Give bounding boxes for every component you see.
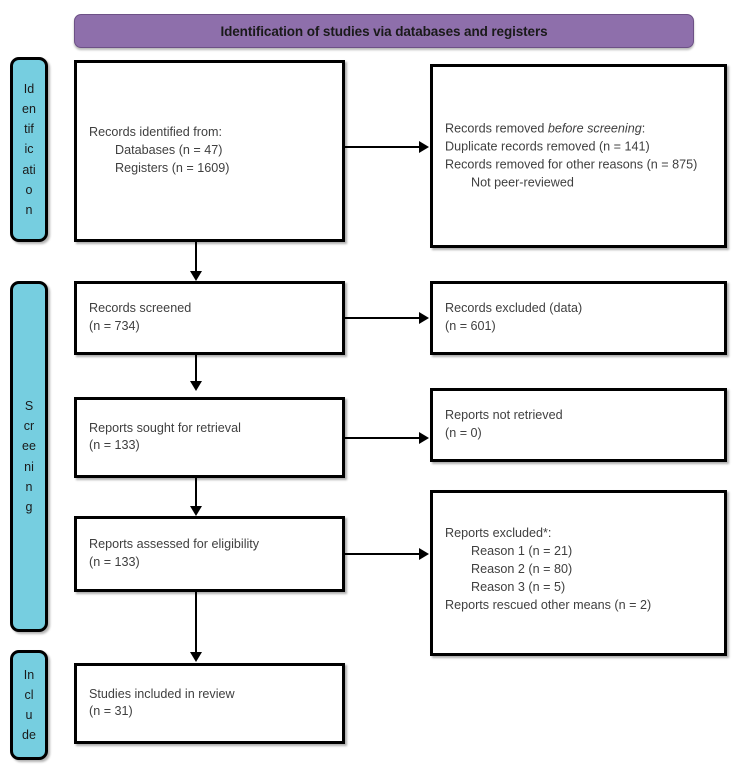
section-header-title: Identification of studies via databases … bbox=[220, 23, 548, 39]
box-studies-included-text: Studies included in review (n = 31) bbox=[89, 686, 334, 722]
arrowhead-assessed-to-included bbox=[190, 652, 202, 662]
records-removed-italic: before screening bbox=[547, 121, 642, 136]
records-removed-colon: : bbox=[641, 121, 646, 136]
arrowhead-sought-to-assessed bbox=[190, 506, 202, 516]
text-line: Records removed before screening: bbox=[445, 120, 716, 138]
box-records-removed-text: Records removed before screening: Duplic… bbox=[445, 120, 716, 192]
box-reports-sought-text: Reports sought for retrieval (n = 133) bbox=[89, 420, 334, 456]
stage-bar-identification: Id en tif ic ati o n bbox=[10, 57, 48, 242]
text-line: Reports sought for retrieval bbox=[89, 420, 241, 435]
box-records-screened: Records screened (n = 734) bbox=[74, 281, 345, 355]
box-reports-excluded-text: Reports excluded*: Reason 1 (n = 21) Rea… bbox=[445, 525, 716, 614]
stage-bar-screening: S cr ee ni n g bbox=[10, 281, 48, 632]
stage-label-segment: In bbox=[23, 667, 35, 682]
text-line: (n = 31) bbox=[89, 704, 133, 719]
stage-label-segment: S bbox=[24, 398, 34, 413]
box-records-excluded: Records excluded (data) (n = 601) bbox=[430, 281, 727, 355]
text-line: Databases (n = 47) bbox=[115, 143, 223, 158]
box-reports-excluded: Reports excluded*: Reason 1 (n = 21) Rea… bbox=[430, 490, 727, 656]
section-header-banner: Identification of studies via databases … bbox=[74, 14, 694, 48]
stage-label-segment: ati bbox=[22, 162, 36, 177]
stage-label-segment: g bbox=[25, 500, 33, 514]
text-line: Reports not retrieved bbox=[445, 408, 563, 423]
stage-bar-included: In cl u de bbox=[10, 650, 48, 760]
text-line: (n = 0) bbox=[445, 426, 482, 440]
text-line: Reason 2 (n = 80) bbox=[471, 561, 573, 576]
stage-label-segment: ni bbox=[24, 459, 34, 474]
box-reports-sought: Reports sought for retrieval (n = 133) bbox=[74, 397, 345, 478]
stage-label-segment: o bbox=[25, 182, 33, 197]
box-reports-assessed: Reports assessed for eligibility (n = 13… bbox=[74, 516, 345, 592]
text-line: Reason 3 (n = 5) bbox=[471, 579, 566, 594]
text-line: Reports excluded*: bbox=[445, 526, 552, 540]
stage-label-segment: ee bbox=[22, 439, 36, 454]
text-line: Reports rescued other means (n = 2) bbox=[445, 597, 652, 612]
stage-label-segment: cl bbox=[24, 687, 34, 702]
stage-label-segment: ic bbox=[24, 142, 34, 157]
box-records-removed: Records removed before screening: Duplic… bbox=[430, 64, 727, 248]
box-records-screened-text: Records screened (n = 734) bbox=[89, 300, 334, 336]
box-records-identified: Records identified from: Databases (n = … bbox=[74, 60, 345, 242]
stage-label-segment: cr bbox=[23, 419, 35, 433]
stage-label-segment: en bbox=[22, 101, 36, 116]
text-line: Records identified from: bbox=[89, 125, 222, 140]
text-line: Studies included in review bbox=[89, 686, 235, 701]
text-line: (n = 133) bbox=[89, 438, 140, 453]
text-line: Reason 1 (n = 21) bbox=[471, 543, 573, 558]
connector-sought-to-not-retrieved bbox=[345, 437, 420, 439]
arrowhead-identified-to-screened bbox=[190, 271, 202, 281]
box-reports-assessed-text: Reports assessed for eligibility (n = 13… bbox=[89, 536, 334, 572]
connector-screened-to-sought bbox=[195, 355, 197, 383]
box-records-excluded-text: Records excluded (data) (n = 601) bbox=[445, 300, 716, 336]
text-line: Records removed for other reasons (n = 8… bbox=[445, 157, 698, 189]
stage-label-segment: u bbox=[25, 708, 33, 722]
arrowhead-sought-to-not-retrieved bbox=[419, 432, 429, 444]
arrowhead-screened-to-excluded bbox=[419, 312, 429, 324]
stage-label-segment: de bbox=[22, 728, 36, 743]
connector-sought-to-assessed bbox=[195, 478, 197, 508]
connector-screened-to-excluded bbox=[345, 317, 420, 319]
text-line: Records excluded (data) bbox=[445, 301, 583, 316]
connector-identified-to-screened bbox=[195, 242, 197, 274]
box-studies-included: Studies included in review (n = 31) bbox=[74, 663, 345, 744]
text-line: (n = 734) bbox=[89, 319, 140, 333]
stage-label-segment: n bbox=[25, 203, 33, 218]
text-line: Duplicate records removed (n = 141) bbox=[445, 139, 650, 154]
text-line: Reports assessed for eligibility bbox=[89, 537, 260, 552]
stage-label-segment: tif bbox=[24, 122, 34, 137]
arrowhead-identified-to-removed bbox=[419, 141, 429, 153]
connector-assessed-to-included bbox=[195, 592, 197, 654]
box-reports-not-retrieved: Reports not retrieved (n = 0) bbox=[430, 388, 727, 462]
box-reports-not-retrieved-text: Reports not retrieved (n = 0) bbox=[445, 407, 716, 443]
arrowhead-assessed-to-excluded bbox=[419, 548, 429, 560]
stage-label-segment: n bbox=[25, 479, 33, 494]
box-records-identified-text: Records identified from: Databases (n = … bbox=[89, 124, 334, 178]
text-line: Registers (n = 1609) bbox=[115, 160, 230, 175]
text-line: Records screened bbox=[89, 301, 192, 316]
records-removed-lead: Records removed bbox=[445, 121, 548, 136]
arrowhead-screened-to-sought bbox=[190, 381, 202, 391]
text-line: (n = 601) bbox=[445, 319, 496, 333]
connector-assessed-to-excluded bbox=[345, 553, 420, 555]
stage-label-segment: Id bbox=[23, 81, 35, 96]
connector-identified-to-removed bbox=[345, 146, 420, 148]
text-line: (n = 133) bbox=[89, 555, 140, 569]
